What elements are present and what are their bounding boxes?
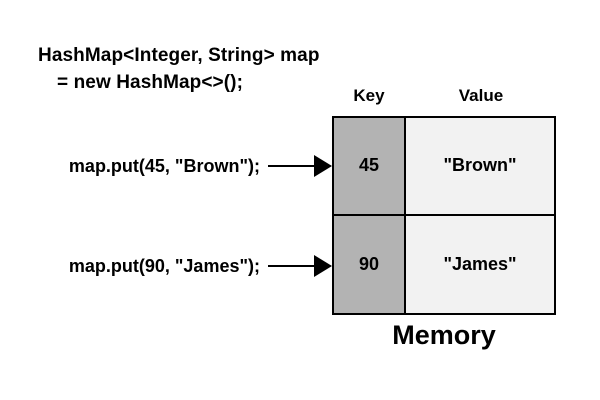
key-column-header: Key	[353, 86, 385, 105]
put-operation-brown-label: map.put(45, "Brown");	[68, 156, 260, 176]
code-declaration-line1: HashMap<Integer, String> map	[38, 45, 320, 66]
arrow-head	[314, 255, 332, 277]
value-column-header: Value	[458, 86, 504, 105]
value-cell-row2: "James"	[406, 215, 554, 313]
memory-caption: Memory	[392, 320, 496, 350]
arrow-shaft	[268, 265, 316, 267]
arrow-shaft	[268, 165, 316, 167]
arrow-head	[314, 155, 332, 177]
value-cell-row1: "Brown"	[406, 118, 554, 216]
code-declaration: HashMap<Integer, String> map = new HashM…	[38, 42, 320, 96]
arrow-right-icon	[268, 155, 332, 177]
hashmap-memory-table: 45 "Brown" 90 "James"	[332, 116, 556, 315]
key-cell-row1: 45	[334, 118, 406, 216]
arrow-right-icon	[268, 255, 332, 277]
put-operation-james-label: map.put(90, "James");	[68, 256, 260, 276]
key-cell-row2: 90	[334, 215, 406, 313]
code-declaration-line2: = new HashMap<>();	[57, 72, 244, 93]
